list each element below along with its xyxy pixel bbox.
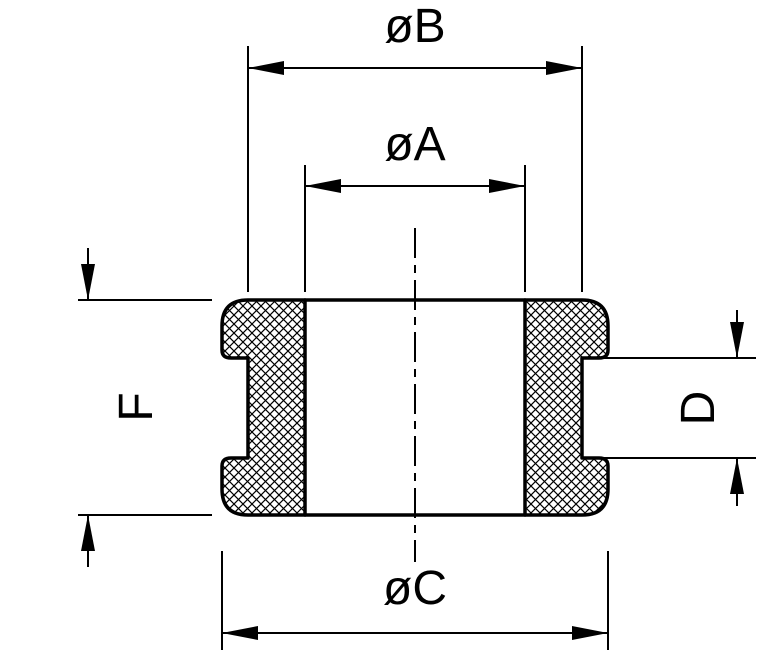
dimension-d: D [600,310,756,506]
dim-f-arrow-bottom [81,515,95,551]
dim-label-d: D [672,391,725,426]
dim-label-b: øB [384,0,445,53]
dim-a-arrow-left [305,179,341,193]
dim-c-arrow-right [572,626,608,640]
hatch-right-wall [525,300,608,515]
dim-d-arrow-bottom [730,458,744,494]
dim-a-arrow-right [489,179,525,193]
dim-d-arrow-top [730,322,744,358]
dimension-f: F [78,248,212,567]
dim-f-arrow-top [81,264,95,300]
grommet-outer-profile [220,298,610,517]
dim-label-c: øC [383,562,447,615]
dim-label-f: F [110,392,163,421]
dim-c-arrow-left [222,626,258,640]
dimension-a: øA [304,118,526,292]
dim-label-a: øA [384,118,445,171]
hatch-left-wall [222,300,305,515]
dim-b-arrow-right [546,61,582,75]
grommet-cross-section [220,228,610,562]
dim-b-arrow-left [248,61,284,75]
dimension-c: øC [221,551,609,650]
dimension-b: øB [247,0,583,292]
